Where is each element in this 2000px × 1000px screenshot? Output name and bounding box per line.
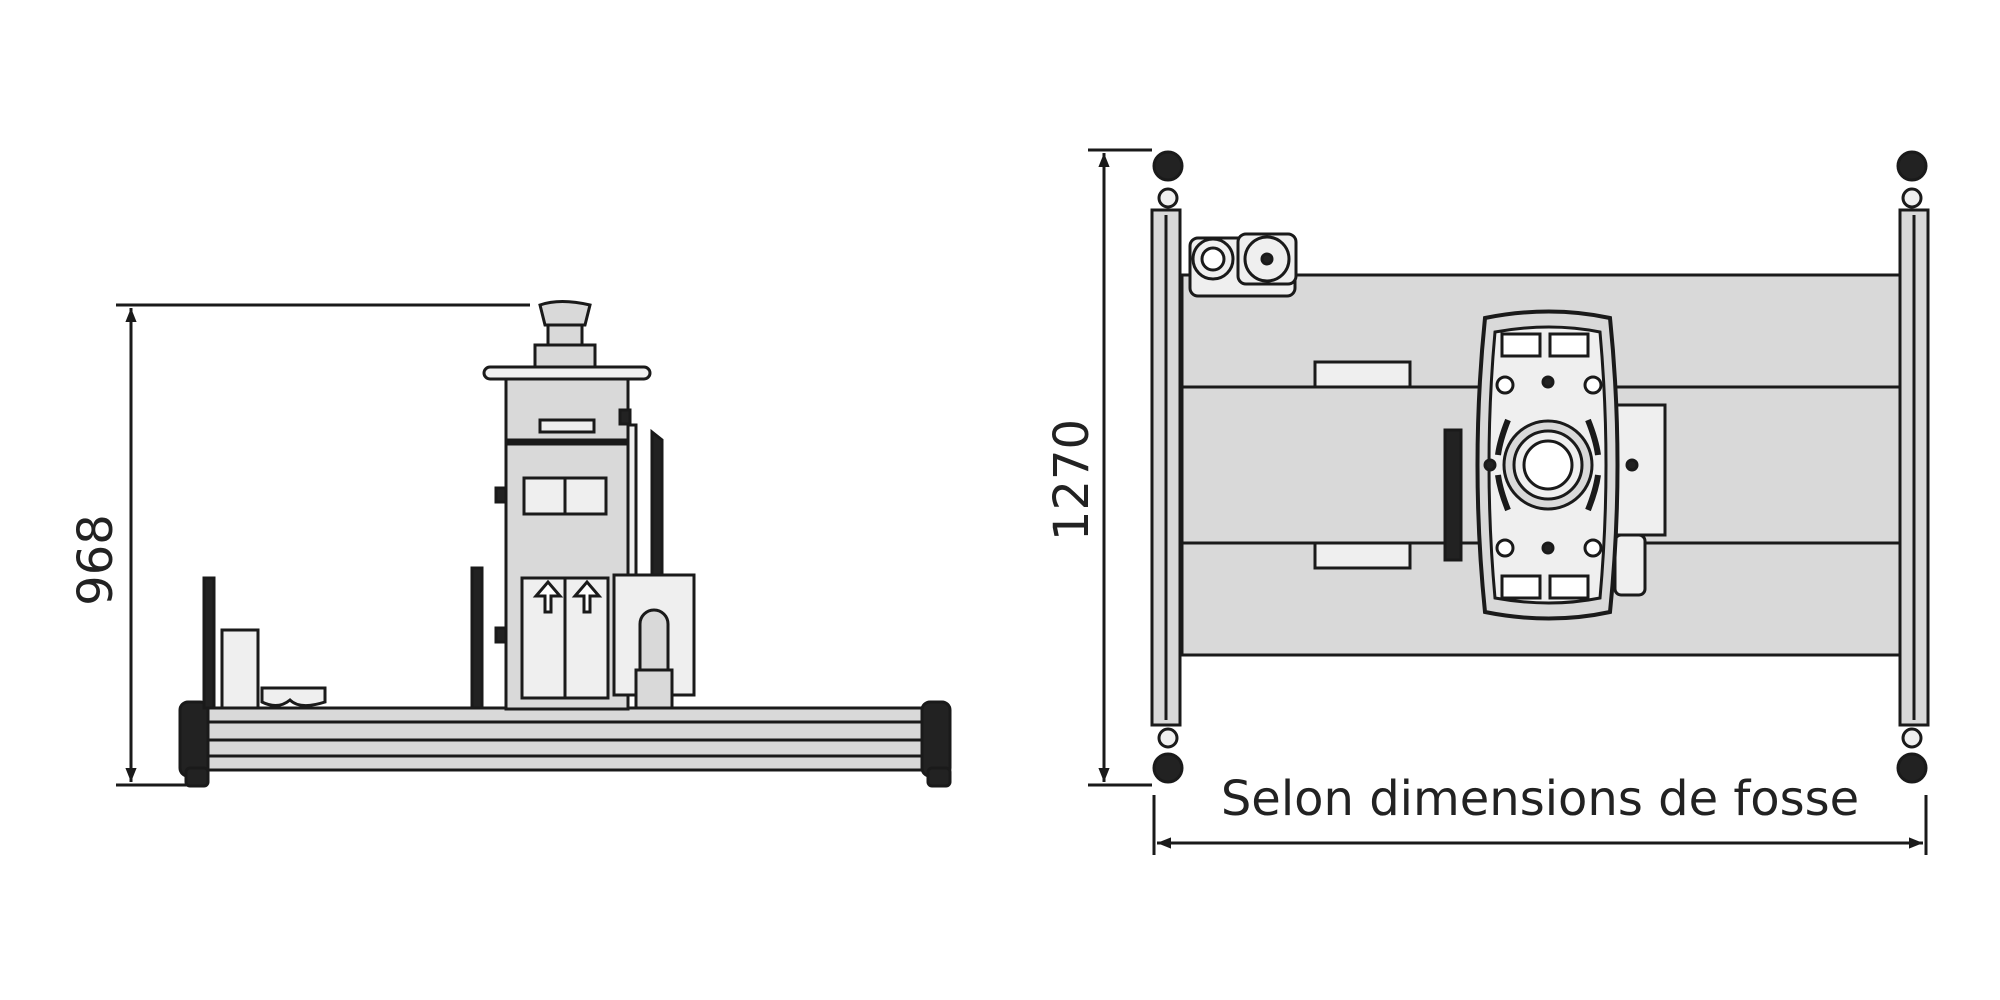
left-side-rail bbox=[1150, 150, 1192, 784]
jack-saddle bbox=[1443, 309, 1667, 621]
width-dimension-line bbox=[1152, 795, 1928, 855]
depth-dimension-line bbox=[1088, 148, 1152, 787]
jack-column bbox=[482, 300, 652, 711]
side-view bbox=[116, 300, 952, 788]
left-accessories bbox=[202, 566, 484, 710]
pump-unit bbox=[612, 423, 696, 710]
width-note-label: Selon dimensions de fosse bbox=[1221, 771, 1859, 827]
height-dimension-label: 968 bbox=[68, 514, 124, 606]
right-side-rail bbox=[1896, 150, 1930, 784]
top-view bbox=[1088, 148, 1930, 855]
depth-dimension-label: 1270 bbox=[1044, 419, 1100, 541]
base-rail bbox=[178, 700, 952, 788]
roller-assembly bbox=[1188, 232, 1298, 298]
